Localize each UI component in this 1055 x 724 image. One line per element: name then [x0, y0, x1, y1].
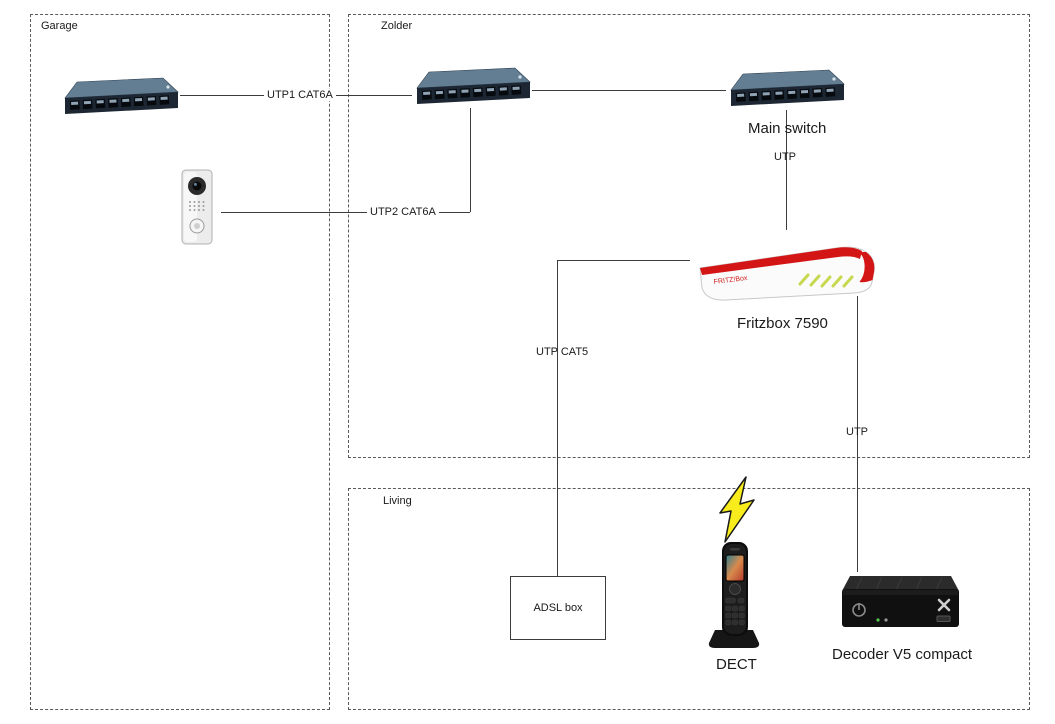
link-fritzbox-to-decoder-line — [857, 296, 858, 572]
doorbell-intercom — [174, 168, 220, 253]
set-top-box-icon — [842, 576, 959, 627]
garage-switch — [60, 76, 180, 123]
zone-garage-label: Garage — [39, 20, 80, 32]
adsl-box-label: ADSL box — [533, 602, 583, 614]
fritzbox-brand-text: FRITZ!Box — [713, 275, 748, 286]
ethernet-switch-icon — [64, 77, 179, 114]
fritzbox-label: Fritzbox 7590 — [737, 315, 828, 332]
wireless-link — [716, 476, 758, 549]
link-utp2-line-vertical — [470, 108, 471, 212]
power-icon — [852, 603, 866, 617]
link-fritzbox-to-adsl-line-vertical — [557, 260, 558, 576]
main-switch-label: Main switch — [748, 120, 827, 137]
lightning-bolt-icon — [719, 476, 755, 543]
zone-living: Living — [348, 488, 1030, 710]
decoder-box — [838, 570, 963, 639]
link-utp2-label: UTP2 CAT6A — [367, 206, 439, 218]
zone-zolder-label: Zolder — [379, 20, 415, 32]
link-fritzbox-to-adsl-line-horizontal — [557, 260, 690, 261]
fritzbox-router: FRITZ!Box — [688, 218, 883, 308]
ethernet-switch-icon — [416, 67, 531, 104]
link-utp-decoder-label: UTP — [846, 426, 868, 438]
dect-label: DECT — [716, 656, 757, 673]
ethernet-switch-icon — [730, 69, 845, 106]
zone-living-label: Living — [381, 495, 414, 507]
link-utp2-line-horizontal — [221, 212, 470, 213]
link-utp-cat5-label: UTP CAT5 — [536, 346, 589, 358]
link-utp-main-label: UTP — [774, 151, 796, 163]
main-switch — [726, 68, 846, 115]
link-main-switch-to-fritzbox-line — [786, 110, 787, 230]
dect-phone — [705, 538, 763, 655]
zolder-switch — [412, 66, 532, 113]
link-zolder-to-main-switch-line — [532, 90, 726, 91]
zone-zolder: Zolder — [348, 14, 1030, 458]
link-utp1-label: UTP1 CAT6A — [264, 89, 336, 101]
usb-port-icon — [936, 615, 951, 622]
router-icon: FRITZ!Box — [699, 246, 875, 301]
adsl-box: ADSL box — [510, 576, 606, 640]
cordless-phone-icon — [708, 542, 760, 648]
x-logo-icon — [937, 598, 951, 612]
decoder-label: Decoder V5 compact — [832, 646, 973, 663]
doorbell-icon — [181, 169, 213, 245]
zone-garage: Garage — [30, 14, 330, 710]
